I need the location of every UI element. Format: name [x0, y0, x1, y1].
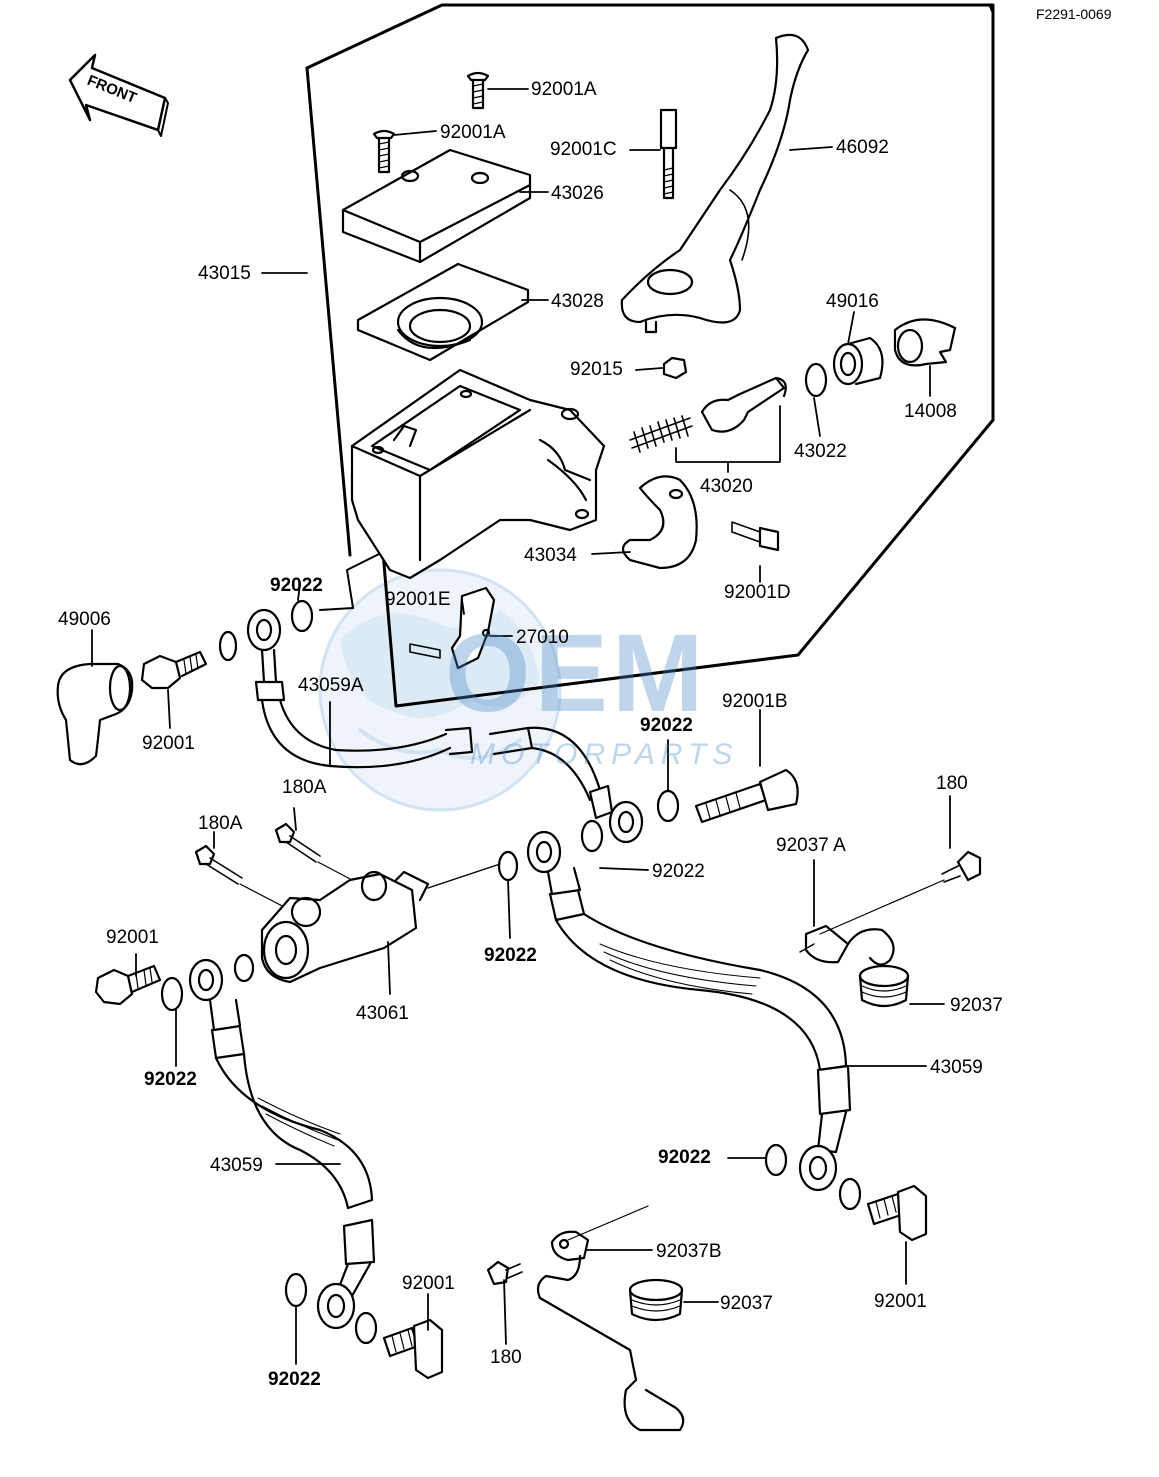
bolt-180A-left — [194, 844, 243, 885]
watermark-motorparts: MOTORPARTS — [470, 738, 739, 771]
label-92001A-top: 92001A — [531, 79, 597, 100]
label-43061: 43061 — [356, 1003, 409, 1024]
label-92015: 92015 — [570, 359, 623, 380]
boot-49016 — [832, 336, 884, 386]
label-92001-c: 92001 — [402, 1273, 455, 1294]
diagram-code: F2291-0069 — [1036, 6, 1112, 22]
nut-92015 — [662, 356, 688, 380]
label-92022-f: 92022 — [658, 1147, 711, 1168]
screw-92001A-top — [466, 71, 490, 110]
label-92022-d: 92022 — [484, 945, 537, 966]
label-49016: 49016 — [826, 291, 879, 312]
label-92022-b: 92022 — [640, 715, 693, 736]
assembly-43015-boundary — [305, 3, 995, 708]
label-92001D: 92001D — [724, 582, 791, 603]
washer-92022-right-2 — [838, 1177, 862, 1211]
label-180-a: 180 — [936, 773, 968, 794]
label-92001B: 92001B — [722, 691, 788, 712]
washer-92022-top-right — [290, 599, 314, 633]
label-43059A: 43059A — [298, 675, 364, 696]
clamp-43034 — [621, 475, 698, 570]
label-92022-a: 92022 — [270, 575, 323, 596]
label-92022-g: 92022 — [268, 1369, 321, 1390]
leader-lines — [91, 88, 951, 1365]
brake-lever-46092 — [620, 33, 810, 334]
front-arrow-icon — [68, 53, 169, 137]
label-92001A-cover: 92001A — [440, 122, 506, 143]
piston-assembly-43020 — [629, 376, 787, 453]
label-43059-a: 43059 — [930, 1057, 983, 1078]
washer-92022-bottom-left — [284, 1272, 308, 1308]
label-92001E: 92001E — [385, 589, 451, 610]
washer-92022-joint — [233, 953, 255, 983]
banjo-bolt-92001-bottom — [382, 1318, 444, 1380]
banjo-bolt-92001-right — [866, 1184, 928, 1242]
label-92022-c: 92022 — [652, 861, 705, 882]
hose-43059-right — [526, 830, 852, 1192]
label-92037-b: 92037 — [720, 1293, 773, 1314]
hose-43059-left — [188, 958, 376, 1330]
cap-14008 — [893, 318, 957, 367]
label-180A-b: 180A — [198, 813, 243, 834]
label-92001-b: 92001 — [106, 927, 159, 948]
label-92001-a: 92001 — [142, 733, 195, 754]
master-cylinder-body — [350, 368, 606, 580]
label-43020: 43020 — [700, 476, 753, 497]
label-43034: 43034 — [524, 545, 577, 566]
reservoir-cover-43026 — [341, 148, 532, 264]
joint-43061 — [260, 870, 430, 984]
label-92001-d: 92001 — [874, 1291, 927, 1312]
grommet-92037-bottom — [628, 1278, 684, 1322]
washer-92022-top-left — [218, 630, 238, 662]
washer-92022-mid-3 — [497, 850, 519, 882]
bolt-180A-right — [274, 822, 321, 863]
bolt-180-bottom — [486, 1260, 523, 1286]
washer-92022-mid-2 — [580, 819, 604, 853]
grommet-92037-top — [858, 964, 910, 1008]
washer-43022 — [804, 362, 828, 398]
banjo-bolt-92001-left — [94, 964, 162, 1006]
bolt-92001B — [694, 768, 799, 824]
hose-43059A — [246, 608, 644, 844]
label-180A-a: 180A — [282, 777, 327, 798]
banjo-bolt-92001-top — [140, 650, 208, 690]
label-49006: 49006 — [58, 609, 111, 630]
washer-92022-right — [764, 1143, 788, 1177]
clip-92037A — [799, 879, 945, 966]
screw-92001A-cover — [372, 129, 396, 174]
diaphragm-43028 — [356, 262, 530, 362]
banjo-cap-49006 — [56, 662, 134, 766]
bracket-92037B — [536, 1205, 685, 1432]
watermark-oem: OEM — [445, 612, 708, 735]
label-27010: 27010 — [516, 627, 569, 648]
screw-92001E — [409, 643, 441, 659]
washer-92022-mid-1 — [656, 789, 680, 823]
bolt-92001D — [731, 521, 780, 552]
washer-92022-bottom-mid — [354, 1311, 378, 1345]
label-92001C: 92001C — [550, 139, 617, 160]
label-92022-e: 92022 — [144, 1069, 197, 1090]
label-92037A: 92037 A — [776, 835, 846, 856]
label-43059-b: 43059 — [210, 1155, 263, 1176]
washer-92022-left — [160, 976, 184, 1012]
label-92037-a: 92037 — [950, 995, 1003, 1016]
label-14008: 14008 — [904, 401, 957, 422]
label-43026: 43026 — [551, 183, 604, 204]
label-43015: 43015 — [198, 263, 251, 284]
label-92037B: 92037B — [656, 1241, 722, 1262]
label-43022: 43022 — [794, 441, 847, 462]
label-46092: 46092 — [836, 137, 889, 158]
label-180-b: 180 — [490, 1347, 522, 1368]
bolt-92001C — [659, 108, 678, 200]
label-43028: 43028 — [551, 291, 604, 312]
bolt-180-top — [941, 850, 982, 883]
